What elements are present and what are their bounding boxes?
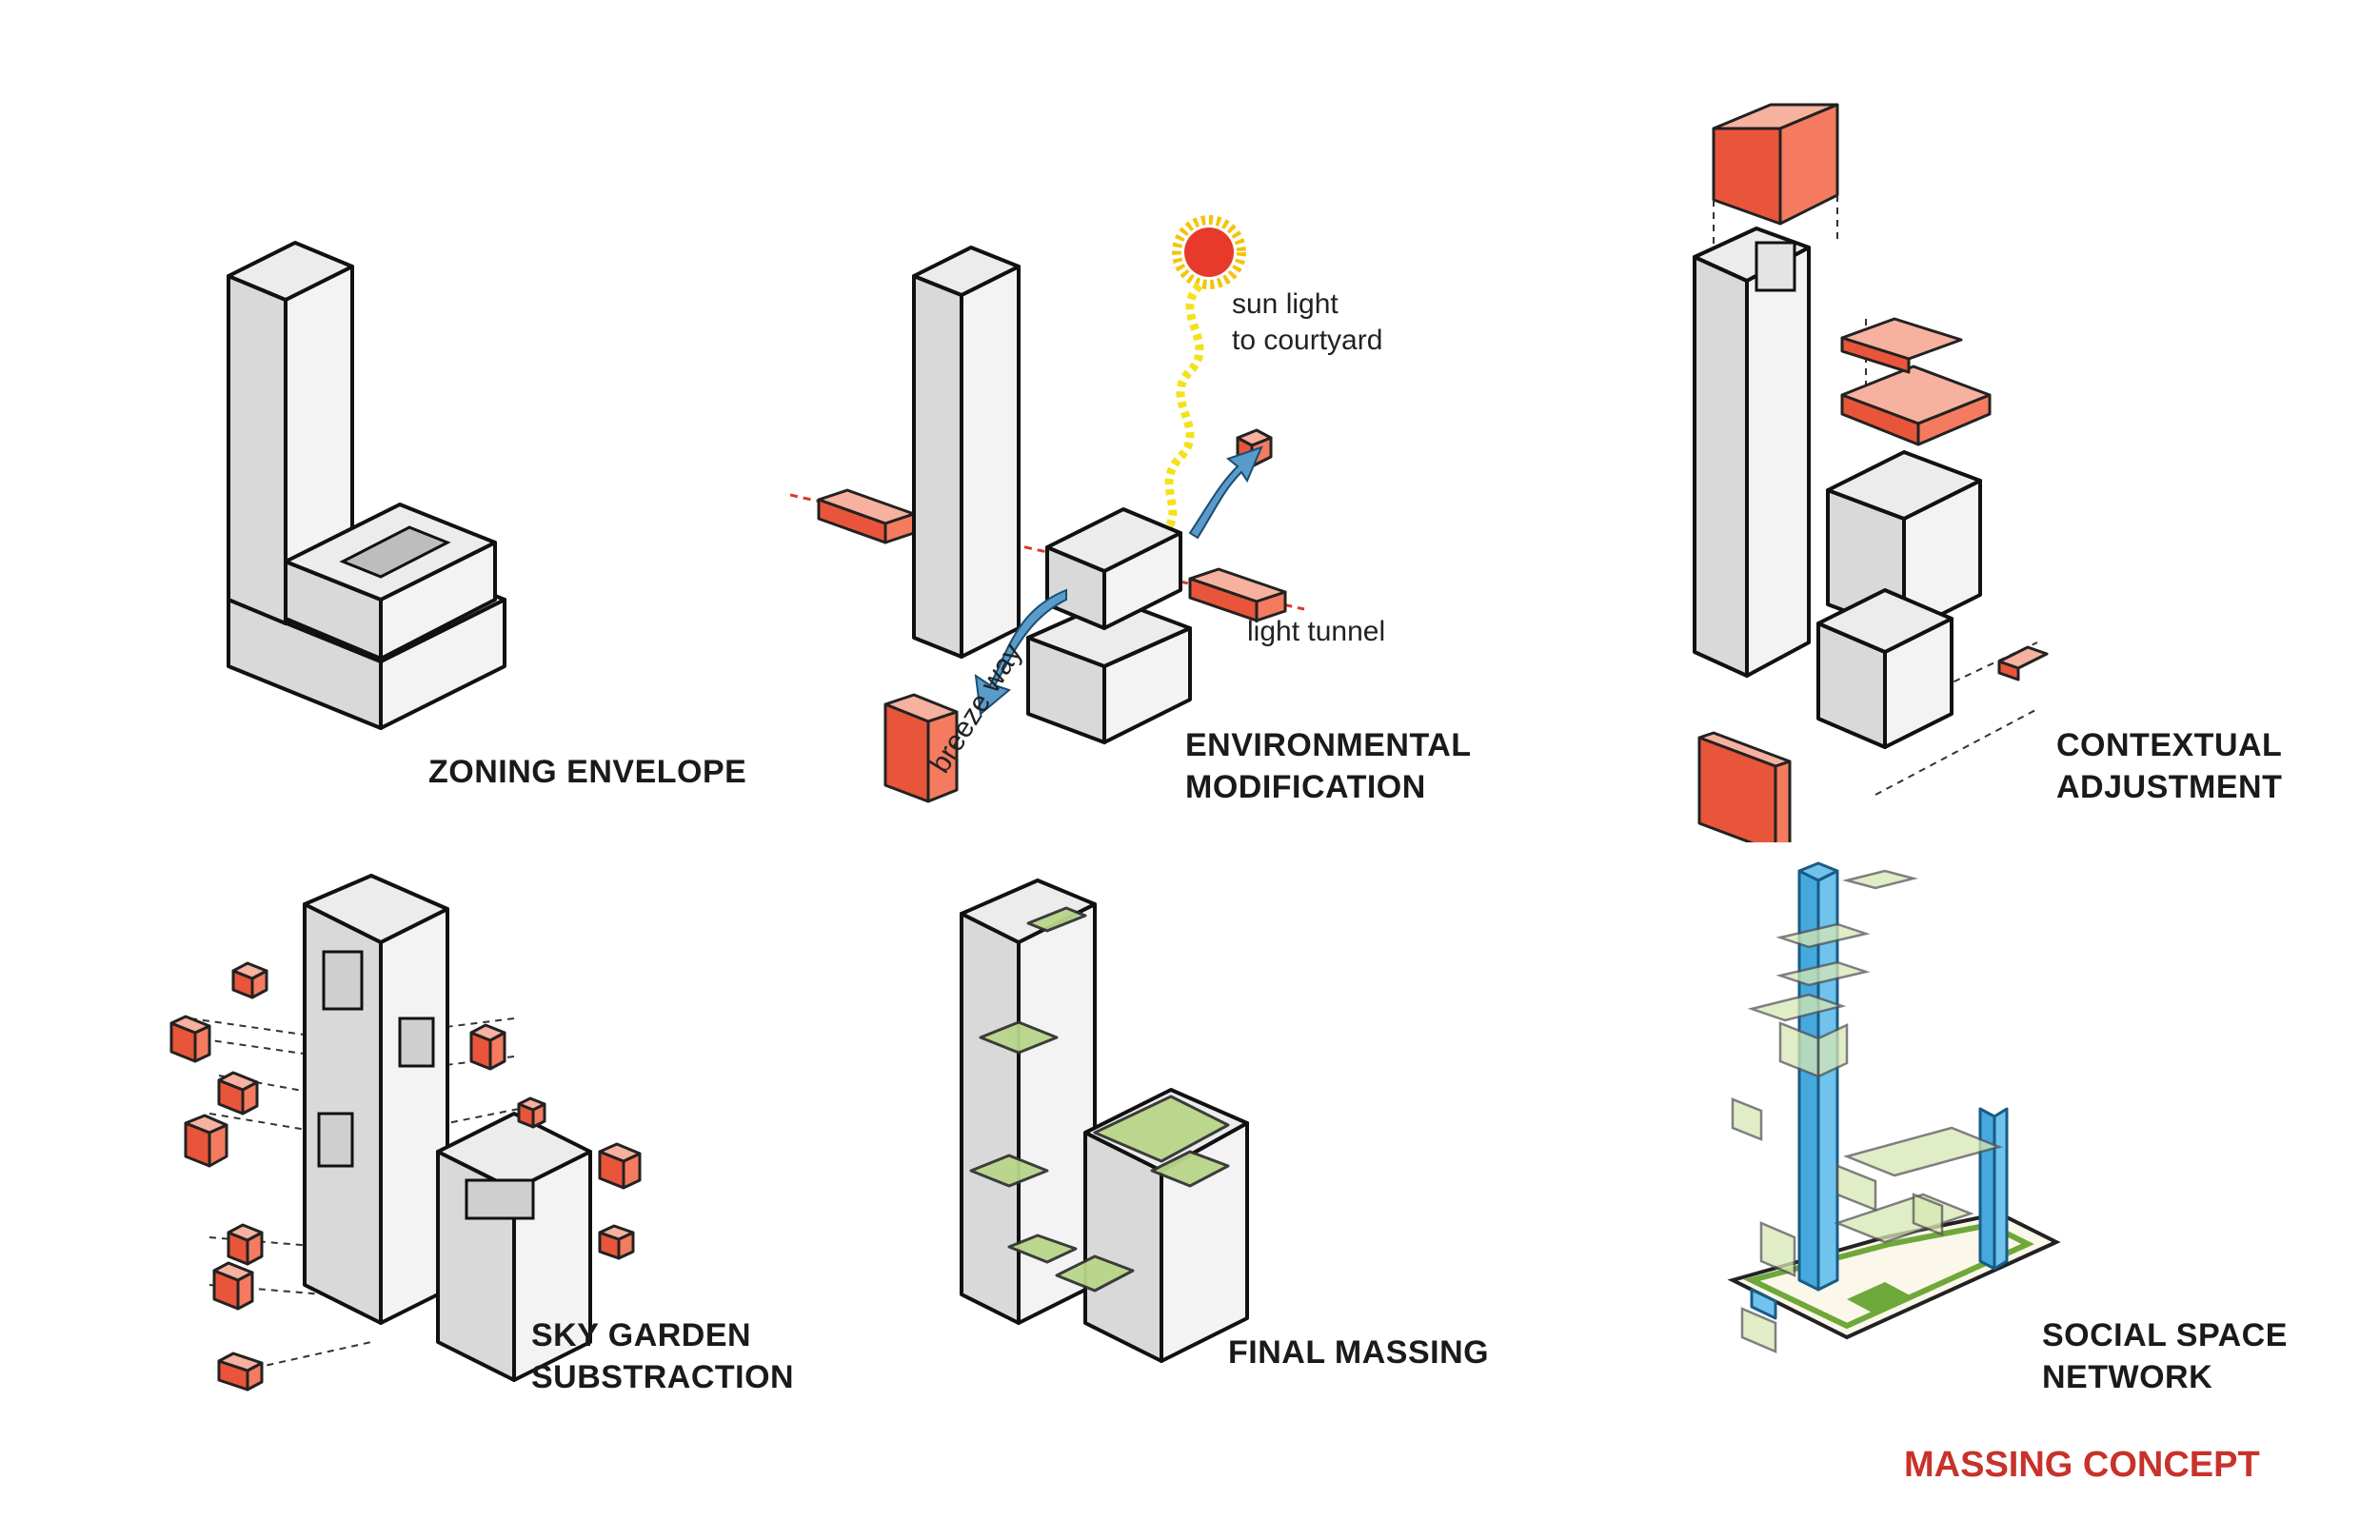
caption-social-space-line1: SOCIAL SPACE	[2042, 1317, 2288, 1353]
final-massing-diagram	[960, 879, 1249, 1363]
caption-final-massing: FINAL MASSING	[1228, 1334, 1490, 1371]
caption-social-space-line2: NETWORK	[2042, 1359, 2213, 1395]
caption-zoning-envelope: ZONING ENVELOPE	[428, 754, 747, 790]
caption-contextual-adjustment-line2: ADJUSTMENT	[2056, 769, 2283, 805]
annotation-light-tunnel: light tunnel	[1247, 616, 1386, 647]
social-space-network-diagram	[1727, 861, 2061, 1353]
page-title: MASSING CONCEPT	[1904, 1445, 2260, 1485]
caption-environmental-modification-line1: ENVIRONMENTAL	[1185, 727, 1472, 763]
sky-garden-substraction-diagram	[169, 874, 642, 1392]
environmental-modification-diagram	[790, 215, 1305, 803]
annotation-sun-light-line1: sun light	[1232, 288, 1339, 320]
caption-sky-garden-line1: SKY GARDEN	[531, 1317, 752, 1353]
caption-sky-garden-line2: SUBSTRACTION	[531, 1359, 795, 1395]
red-cube-set	[169, 961, 642, 1392]
caption-environmental-modification-line2: MODIFICATION	[1185, 769, 1426, 805]
caption-contextual-adjustment-line1: CONTEXTUAL	[2056, 727, 2283, 763]
annotation-sun-light-line2: to courtyard	[1232, 325, 1383, 356]
sun-icon	[1172, 215, 1246, 289]
zoning-envelope-diagram	[227, 241, 506, 730]
contextual-adjustment-diagram	[1693, 103, 2049, 842]
